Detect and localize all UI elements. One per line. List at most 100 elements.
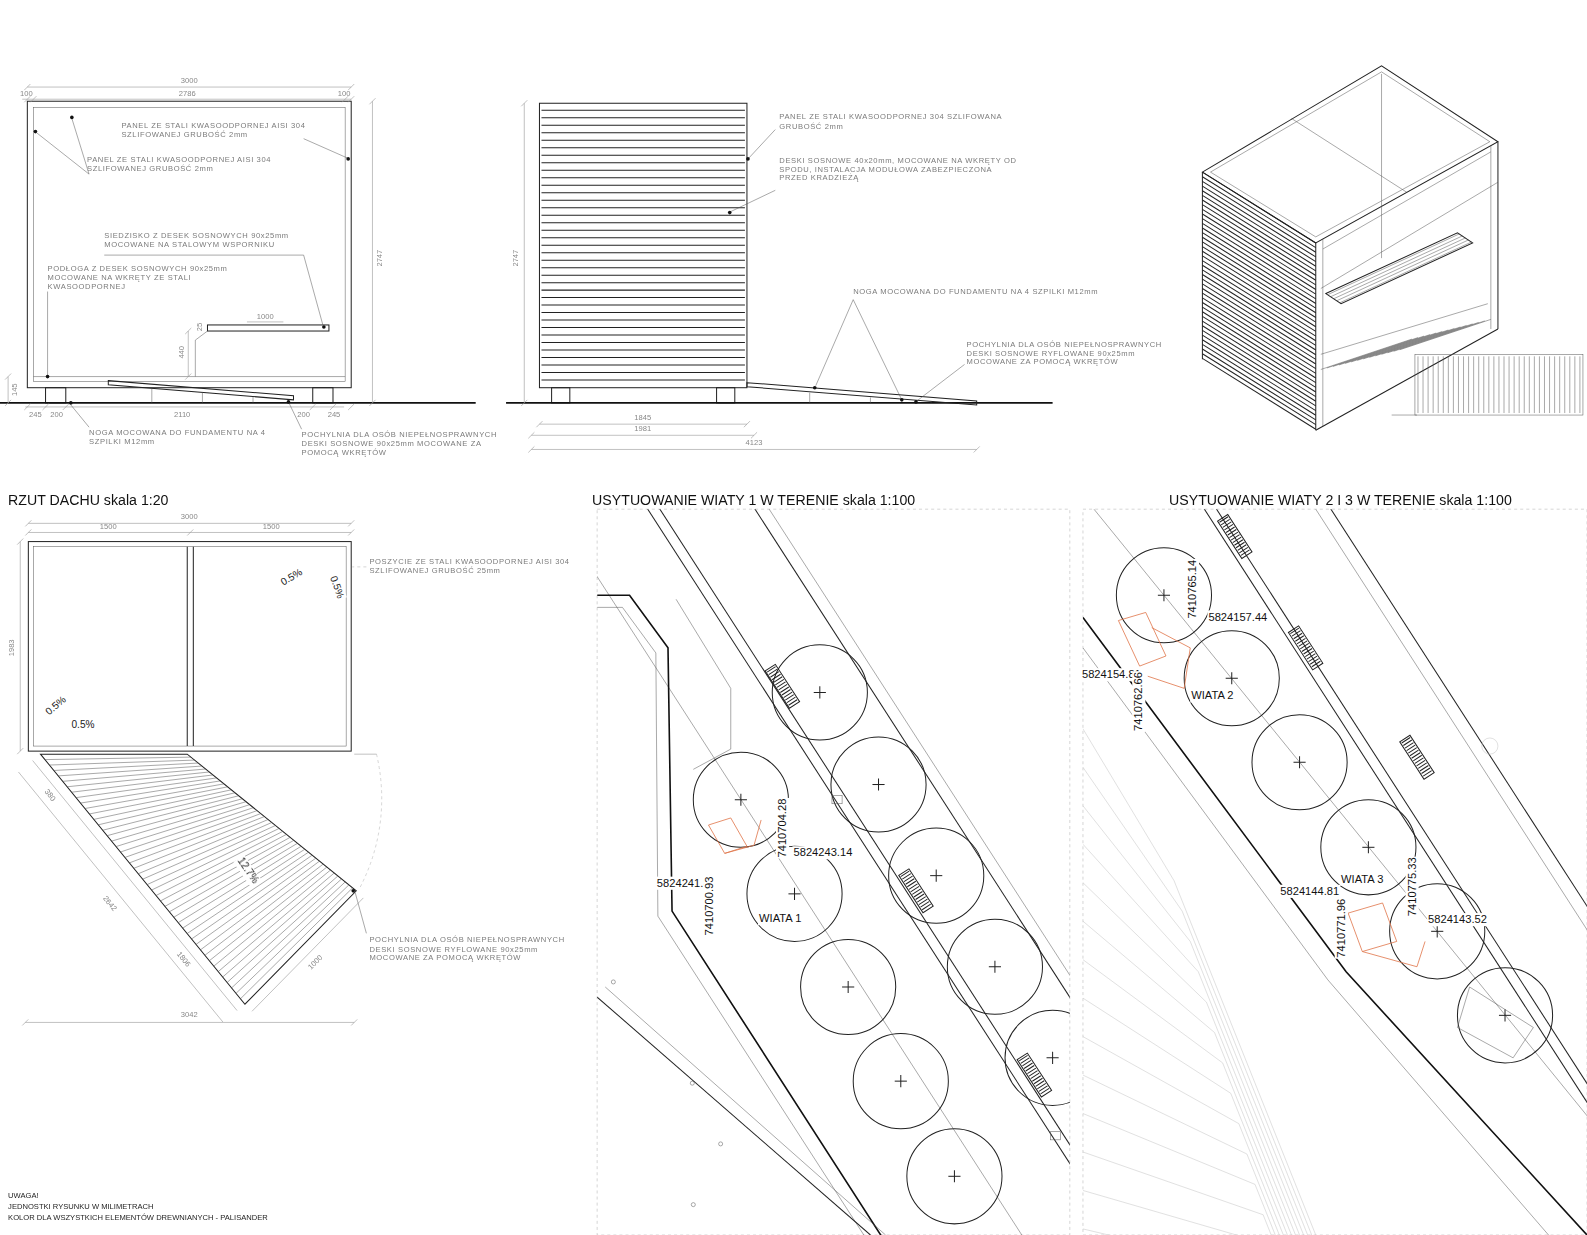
survey-point bbox=[690, 1081, 694, 1085]
ramp bbox=[1415, 354, 1583, 415]
dimension: 100 bbox=[20, 90, 33, 99]
roof-joint bbox=[1291, 118, 1406, 192]
roof-plan bbox=[17, 520, 382, 1025]
floor-slat bbox=[1321, 339, 1412, 369]
wall-slat bbox=[1202, 349, 1315, 420]
contour-line bbox=[1083, 1229, 1368, 1235]
floor-slat bbox=[1369, 327, 1460, 357]
dimension: 100 bbox=[338, 90, 351, 99]
ramp-support bbox=[202, 392, 203, 403]
tree-crown bbox=[747, 846, 842, 941]
dimension: 1845 bbox=[634, 414, 651, 423]
wall-slat bbox=[1202, 302, 1315, 373]
tree-crown bbox=[907, 1129, 1002, 1224]
slat-wall bbox=[539, 103, 746, 387]
dimension-line bbox=[188, 331, 189, 377]
panel-border bbox=[1083, 509, 1587, 1235]
wall-slat bbox=[1202, 261, 1315, 332]
ramp-board bbox=[116, 805, 250, 847]
dimension: 1806 bbox=[174, 950, 191, 969]
wall-slat bbox=[1202, 289, 1315, 360]
ramp-board bbox=[183, 849, 305, 928]
dimension: 2786 bbox=[179, 90, 196, 99]
wall-slat bbox=[1202, 233, 1315, 304]
ramp-board bbox=[63, 769, 206, 781]
wall-slat bbox=[1202, 205, 1315, 276]
slope-label: 0.5% bbox=[70, 719, 95, 731]
ramp-slat bbox=[1524, 356, 1525, 413]
contour-line bbox=[1083, 729, 1316, 1235]
front-elevation bbox=[0, 84, 476, 429]
tree-mark bbox=[1163, 589, 1164, 601]
dimension-tick bbox=[348, 529, 354, 535]
dimension-tick bbox=[25, 520, 31, 526]
dimension: 4123 bbox=[746, 439, 763, 448]
bench bbox=[1288, 626, 1322, 670]
wall-slat bbox=[1202, 219, 1315, 290]
wall-slat bbox=[1202, 275, 1315, 346]
ramp-board bbox=[76, 778, 217, 798]
wall-slat bbox=[1202, 247, 1315, 318]
ramp-slat bbox=[1498, 356, 1499, 413]
road-line bbox=[1083, 509, 1587, 1235]
ramp-board bbox=[214, 870, 331, 966]
wall-slat bbox=[541, 252, 744, 253]
coordinate: 7410762.66 bbox=[1132, 671, 1145, 732]
dimension-line bbox=[20, 542, 21, 752]
ramp-slat bbox=[1569, 356, 1570, 413]
roof-joint bbox=[193, 547, 194, 746]
leader-line bbox=[731, 190, 776, 211]
ramp-board bbox=[200, 861, 319, 950]
ramp-slat bbox=[1554, 356, 1555, 413]
ramp-outline bbox=[40, 754, 356, 1004]
dimension-tick bbox=[351, 1019, 357, 1025]
contour-line bbox=[1083, 998, 1344, 1235]
panel-title: USYTUOWANIE WIATY 2 I 3 W TERENIE skala … bbox=[1169, 492, 1512, 508]
leader-line bbox=[47, 292, 48, 376]
wall-slat bbox=[541, 267, 744, 268]
ramp-slat bbox=[1443, 356, 1444, 413]
floor-slat bbox=[1351, 332, 1442, 362]
callout-note: DESKI SOSNOWE 40x20mm, MOCOWANE NA WKRĘT… bbox=[779, 157, 1017, 183]
dimension-line bbox=[372, 101, 373, 403]
callout-note: POCHYLNIA DLA OSÓB NIEPEŁNOSPRAWNYCH DES… bbox=[369, 936, 571, 962]
wall-slat bbox=[1202, 358, 1315, 429]
tree-mark bbox=[794, 888, 795, 900]
leader-line bbox=[749, 130, 775, 158]
wall-slat bbox=[541, 140, 744, 141]
wall-slat bbox=[541, 260, 744, 261]
dimension-line bbox=[247, 321, 283, 322]
ramp-slat bbox=[1579, 356, 1580, 413]
leader-line bbox=[816, 300, 853, 386]
survey-point bbox=[691, 1203, 695, 1207]
shelter-frame bbox=[27, 101, 351, 387]
wall-slat bbox=[1202, 181, 1315, 252]
seat bbox=[1326, 233, 1473, 304]
coordinate: 7410700.93 bbox=[703, 876, 716, 937]
wall-slat bbox=[541, 282, 744, 283]
plot-boundary bbox=[597, 595, 1070, 1235]
shelter-label: WIATA 1 bbox=[758, 912, 802, 925]
wall-slat bbox=[1202, 237, 1315, 308]
wall-slat bbox=[541, 177, 744, 178]
drain-grate bbox=[1051, 1132, 1061, 1140]
floor-slat bbox=[1339, 335, 1430, 365]
dimension: 3000 bbox=[181, 77, 198, 86]
tree-mark bbox=[1231, 672, 1232, 684]
wall-slat bbox=[541, 200, 744, 201]
ramp-slat bbox=[1433, 356, 1434, 413]
tree-crown bbox=[1116, 548, 1211, 643]
dimension-line bbox=[8, 377, 9, 403]
floor-slat bbox=[1333, 336, 1424, 366]
dimension: 2642 bbox=[101, 895, 118, 914]
wall-slat bbox=[541, 365, 744, 366]
wall-slat bbox=[541, 350, 744, 351]
wall-slat bbox=[541, 215, 744, 216]
site-plan-1-content bbox=[597, 509, 1070, 1235]
leg bbox=[46, 388, 66, 403]
seat-slat bbox=[1340, 242, 1472, 303]
wall-slat bbox=[1202, 326, 1315, 397]
